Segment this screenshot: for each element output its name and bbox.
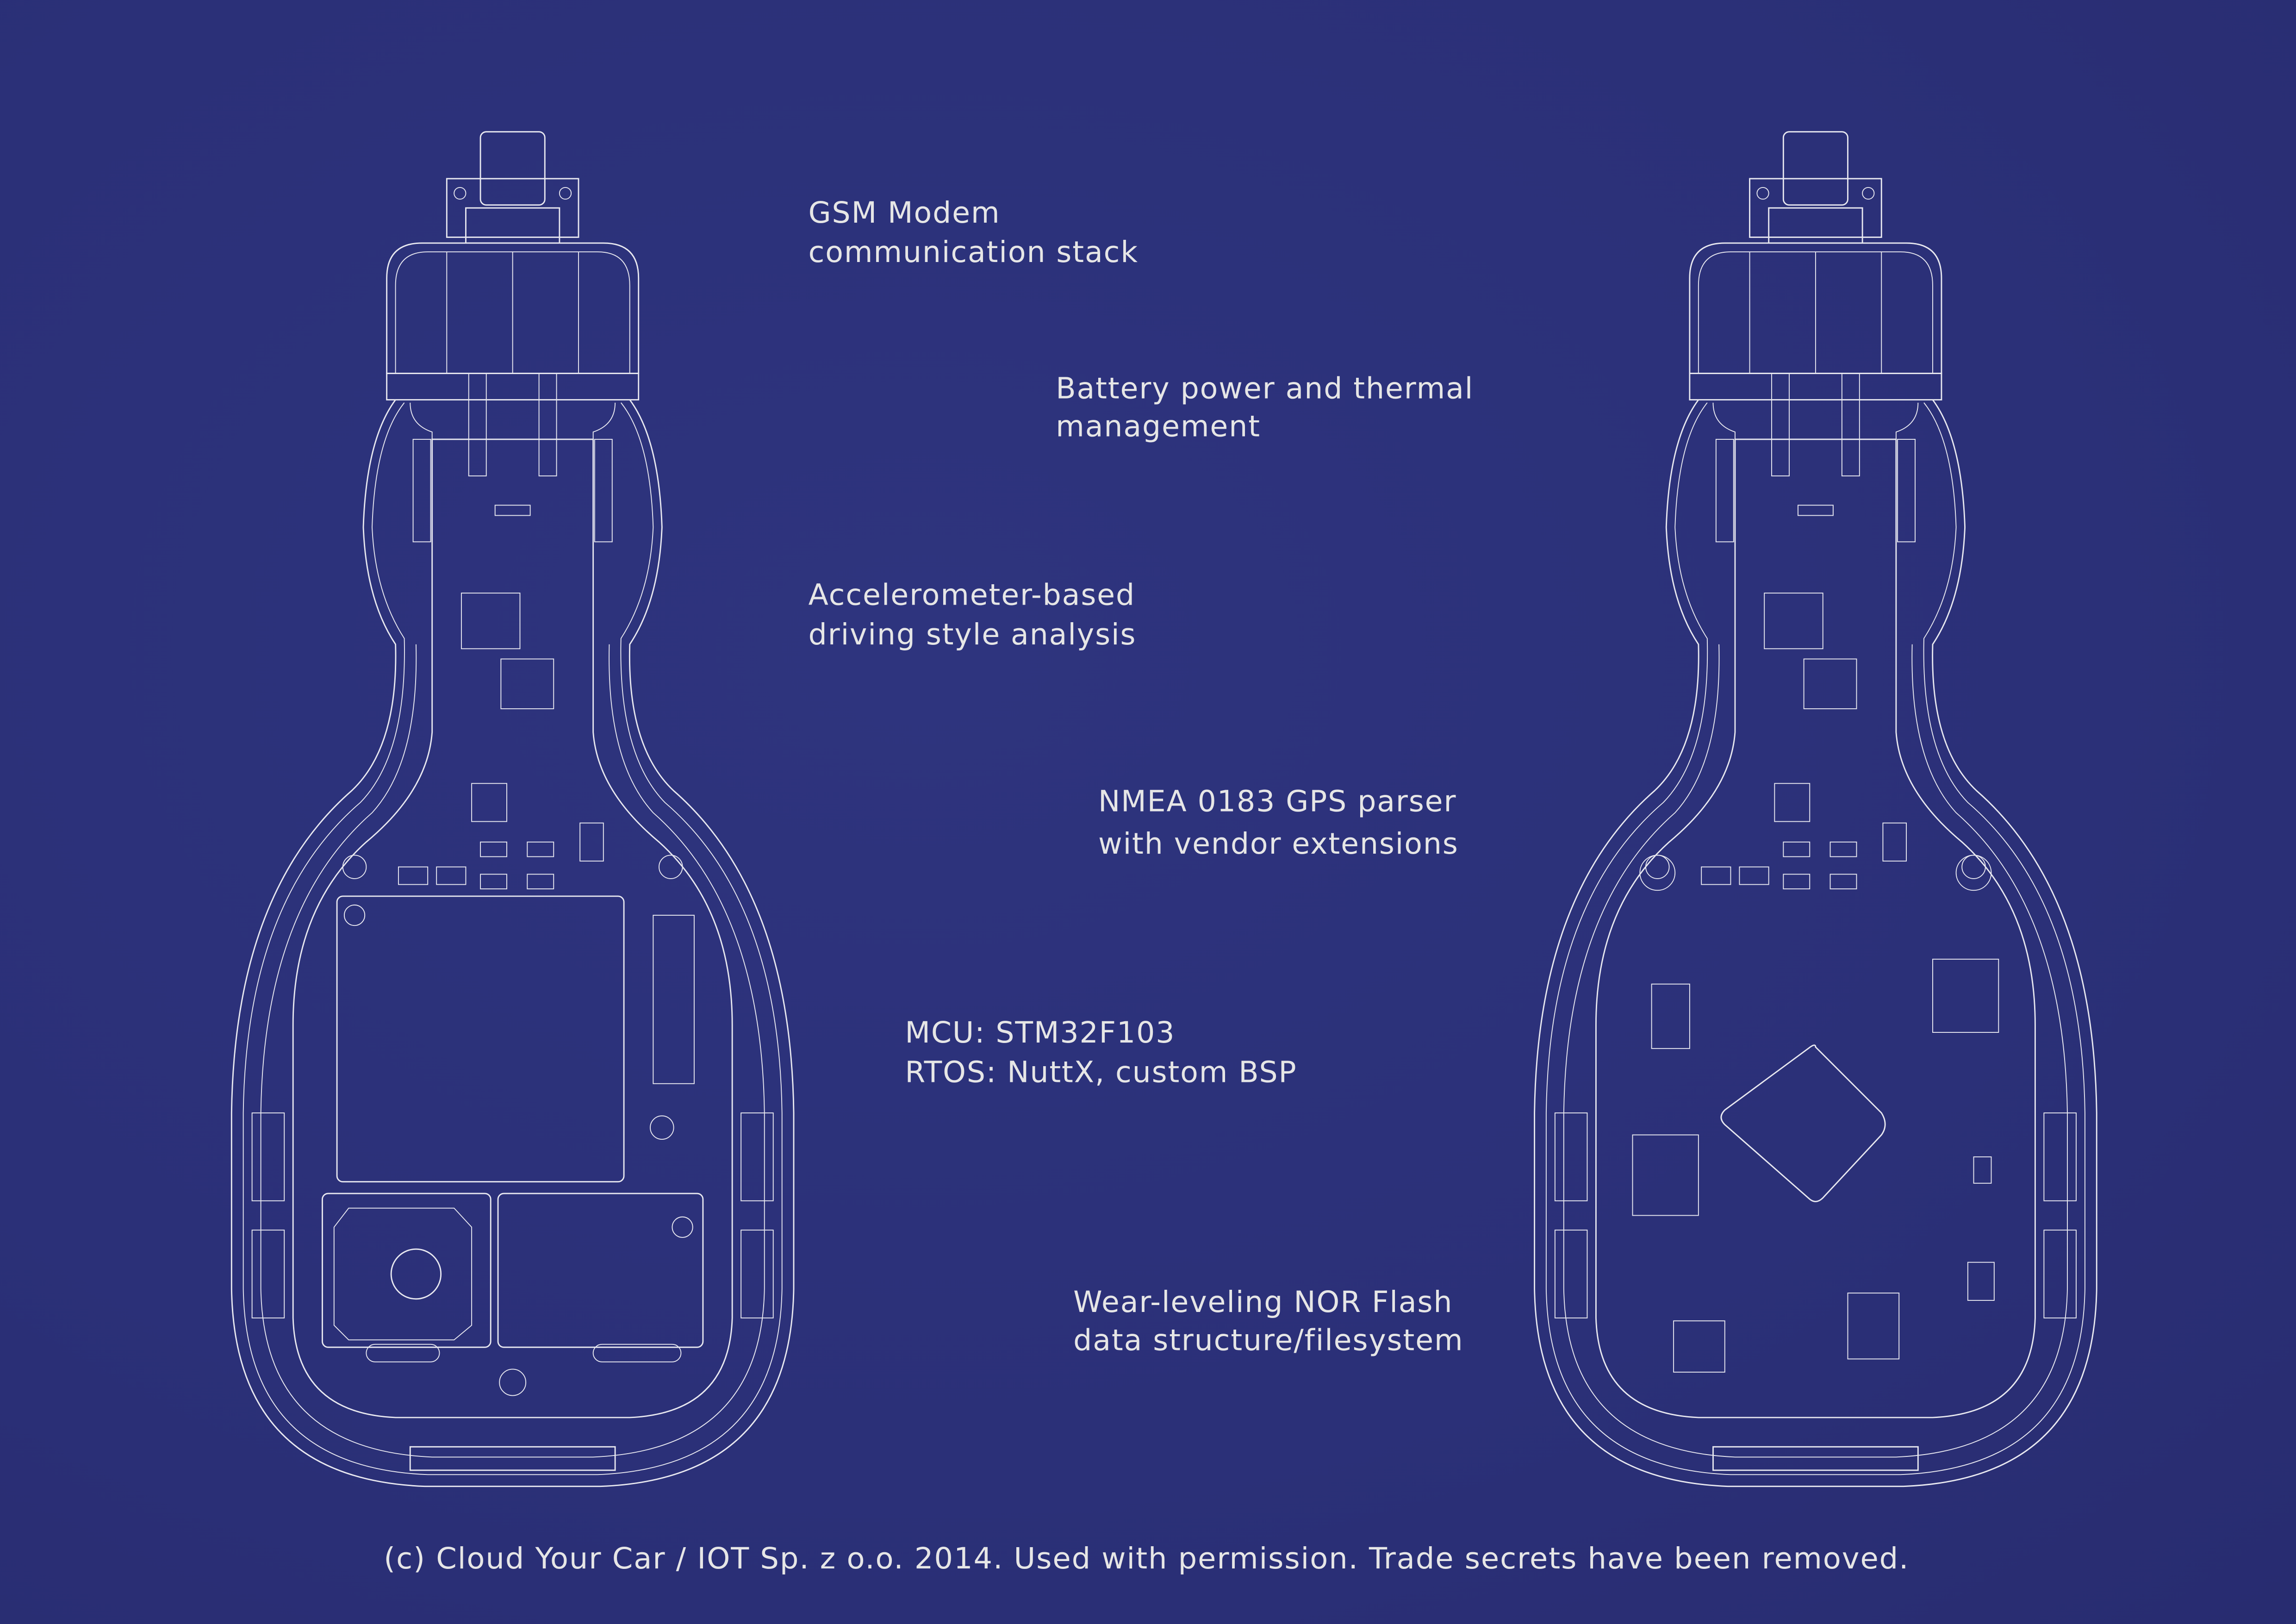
annotation-line: Accelerometer-based [809,577,1135,612]
annotation-line: with vendor extensions [1098,826,1459,861]
annotation-gsm: GSM Modem communication stack [809,195,1139,269]
annotation-line: driving style analysis [809,617,1137,651]
copyright-footer: (c) Cloud Your Car / IOT Sp. z o.o. 2014… [384,1541,1909,1575]
annotation-flash: Wear-leveling NOR Flash data structure/f… [1073,1285,1463,1357]
annotation-battery: Battery power and thermal management [1056,371,1474,443]
annotation-line: communication stack [809,235,1139,269]
annotation-line: data structure/filesystem [1073,1323,1463,1357]
annotation-line: GSM Modem [809,195,1001,230]
device-left-drawing [230,131,795,1487]
annotation-line: Wear-leveling NOR Flash [1073,1285,1453,1319]
annotation-line: NMEA 0183 GPS parser [1098,784,1456,818]
annotation-mcu: MCU: STM32F103 RTOS: NuttX, custom BSP [905,1015,1297,1089]
annotation-accelerometer: Accelerometer-based driving style analys… [809,577,1137,651]
annotation-line: MCU: STM32F103 [905,1015,1175,1049]
annotation-gps: NMEA 0183 GPS parser with vendor extensi… [1098,784,1459,861]
annotation-line: management [1056,409,1261,443]
device-right-drawing [1534,131,2097,1487]
annotation-line: RTOS: NuttX, custom BSP [905,1055,1297,1089]
annotation-line: Battery power and thermal [1056,371,1474,405]
